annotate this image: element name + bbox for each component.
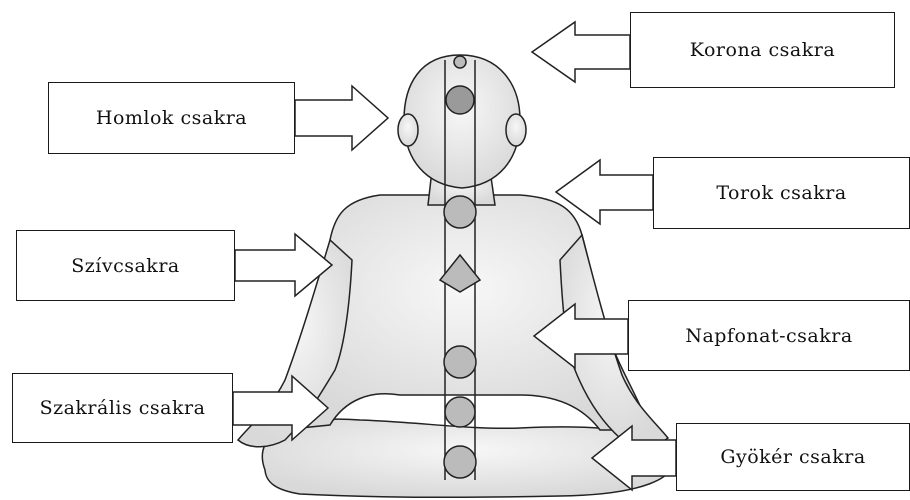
label-homlok-csakra: Homlok csakra bbox=[48, 82, 295, 154]
sacral-chakra-symbol bbox=[445, 397, 475, 427]
root-chakra-symbol bbox=[444, 446, 476, 478]
label-torok-csakra: Torok csakra bbox=[653, 157, 910, 229]
third-eye-chakra-symbol bbox=[446, 86, 474, 114]
label-korona-csakra: Korona csakra bbox=[630, 12, 895, 88]
crown-chakra-symbol bbox=[454, 56, 466, 68]
label-gyoker-csakra: Gyökér csakra bbox=[676, 423, 910, 491]
solar-plexus-chakra-symbol bbox=[444, 346, 476, 378]
arrow-homlok bbox=[295, 86, 388, 150]
left-ear bbox=[398, 114, 418, 146]
throat-chakra-symbol bbox=[444, 196, 476, 228]
right-ear bbox=[506, 114, 526, 146]
arrow-korona bbox=[532, 22, 630, 82]
label-napfonat-csakra: Napfonat-csakra bbox=[628, 300, 910, 371]
label-szakralis-csakra: Szakrális csakra bbox=[12, 373, 233, 443]
head bbox=[404, 55, 520, 188]
label-szivcsakra: Szívcsakra bbox=[16, 230, 235, 301]
